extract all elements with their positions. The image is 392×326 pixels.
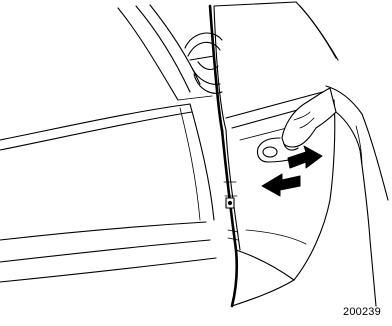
- hand: [282, 88, 336, 150]
- figure-id-label: 200239: [343, 306, 381, 318]
- rear-door-panel: [0, 104, 216, 282]
- arrow-right: [288, 146, 322, 168]
- car-body-roofline: [118, 5, 212, 100]
- door-edge: [210, 6, 240, 306]
- arrow-left: [262, 174, 300, 196]
